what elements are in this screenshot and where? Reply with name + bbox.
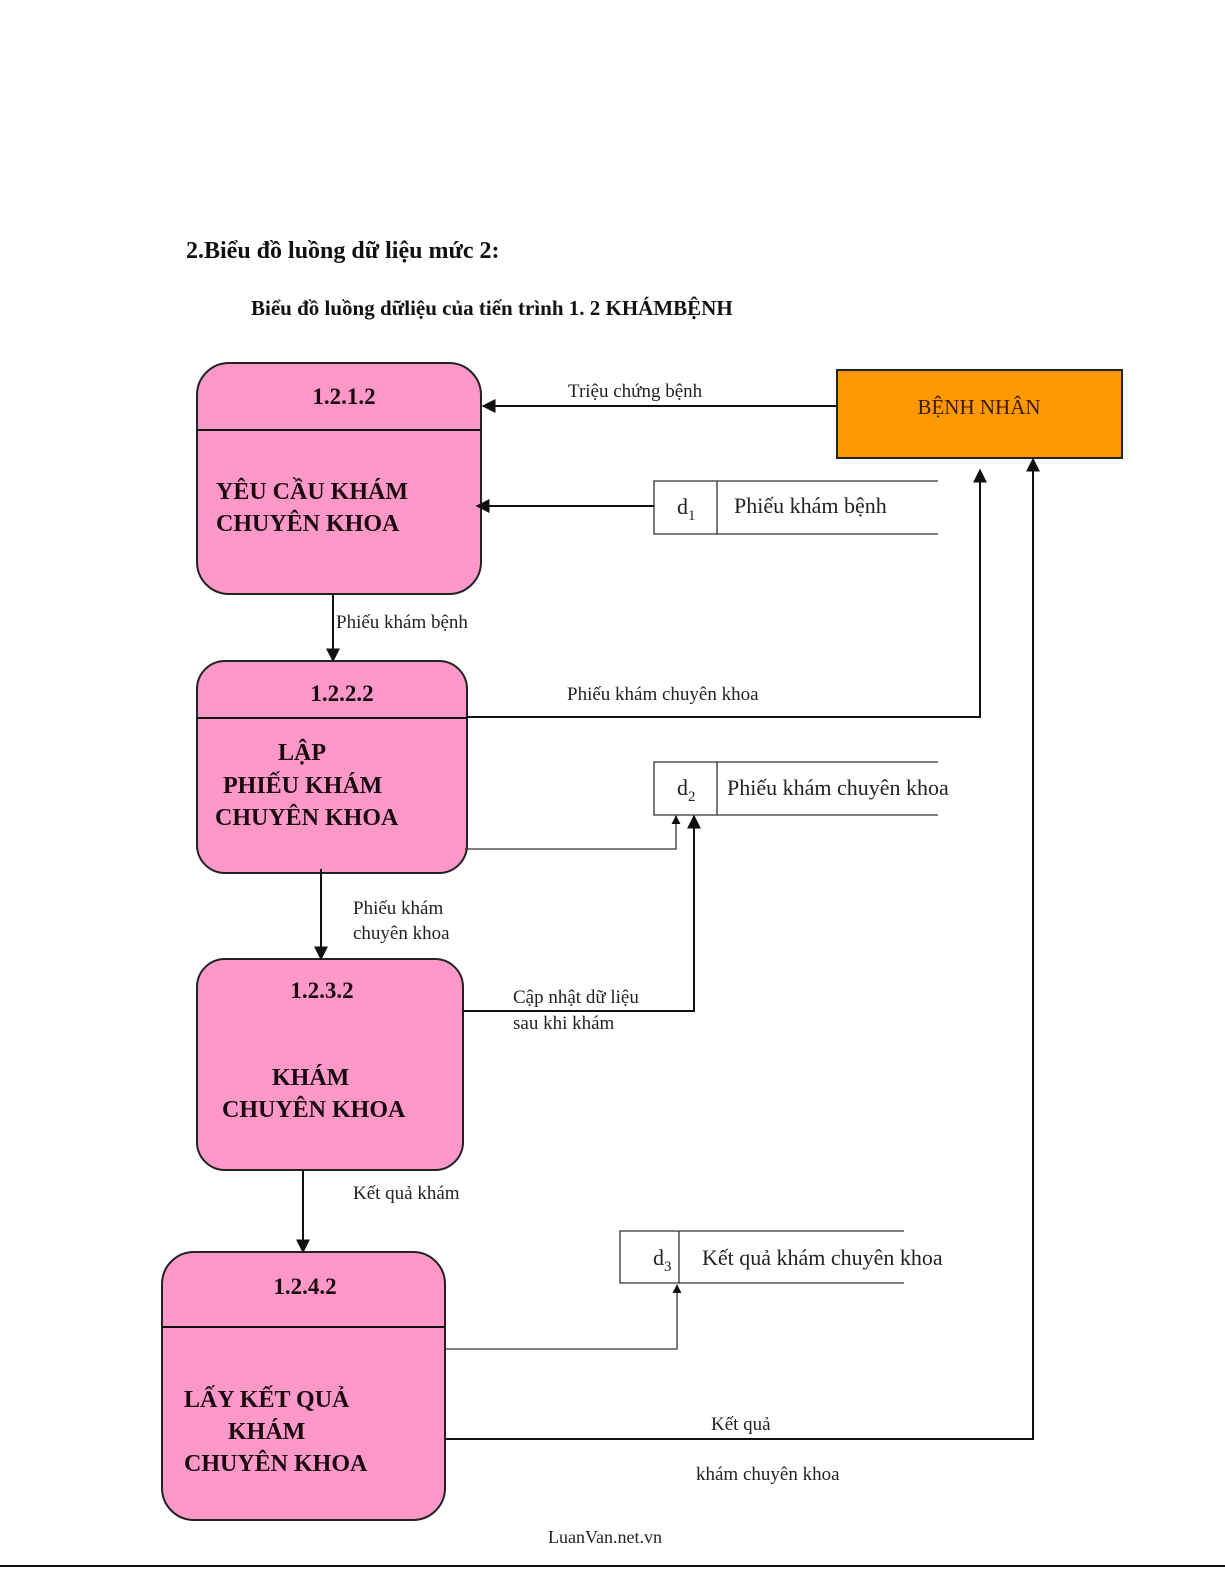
flow-p3-to-p4[interactable]: Kết quả khám [296, 1170, 460, 1254]
flow-label: Phiếu khám bệnh [336, 612, 468, 633]
store-code: d1 [677, 494, 696, 524]
process-label-line: LẤY KẾT QUẢ [184, 1386, 350, 1413]
flow-arrow [463, 814, 701, 1012]
process-label-line: KHÁM [228, 1419, 305, 1445]
flow-label: khám chuyên khoa [696, 1464, 840, 1485]
process-label-line: LẬP [278, 740, 326, 766]
flow-p3-to-d2[interactable]: Cập nhật dữ liệu sau khi khám [463, 814, 701, 1034]
process-label-line: KHÁM [272, 1065, 349, 1091]
data-store-d3[interactable]: d3 Kết quả khám chuyên khoa [619, 1230, 943, 1284]
flow-label: Phiếu khám [353, 898, 443, 919]
flow-label: chuyên khoa [353, 923, 450, 944]
section-title: 2.Biểu đồ luồng dữ liệu mức 2: [186, 238, 500, 264]
flow-arrow [445, 1284, 682, 1350]
entity-box [836, 369, 1123, 459]
flow-label: Triệu chứng bệnh [568, 381, 703, 402]
flow-arrow [445, 457, 1040, 1440]
store-outline [653, 480, 938, 535]
flow-symptoms[interactable]: Triệu chứng bệnh [481, 381, 837, 413]
process-id: 1.2.1.2 [312, 384, 375, 409]
flow-p2-to-d2[interactable] [465, 815, 681, 850]
process-id: 1.2.3.2 [290, 978, 353, 1003]
process-1-2-1-2[interactable]: 1.2.1.2 YÊU CẦU KHÁM CHUYÊN KHOA [196, 362, 482, 595]
data-store-d1[interactable]: d1 Phiếu khám bệnh [653, 480, 938, 535]
process-box [196, 362, 482, 595]
process-1-2-2-2[interactable]: 1.2.2.2 LẬP PHIẾU KHÁM CHUYÊN KHOA [196, 660, 468, 874]
flow-arrow [467, 468, 987, 718]
process-label-line: CHUYÊN KHOA [184, 1450, 368, 1477]
store-outline [653, 761, 938, 816]
flow-arrow [465, 815, 681, 850]
store-code: d2 [677, 775, 696, 805]
footer-watermark: LuanVan.net.vn [548, 1527, 662, 1547]
process-label-line: CHUYÊN KHOA [216, 510, 400, 537]
store-label: Phiếu khám bệnh [734, 493, 887, 518]
flow-label: Phiếu khám chuyên khoa [567, 684, 759, 705]
flow-label: Cập nhật dữ liệu [513, 987, 639, 1008]
process-label-line: YÊU CẦU KHÁM [216, 478, 408, 505]
process-label-line: CHUYÊN KHOA [215, 804, 399, 831]
flow-label: Kết quả [711, 1414, 771, 1435]
flow-p2-to-p3[interactable]: Phiếu khám chuyên khoa [314, 869, 450, 961]
process-label-line: CHUYÊN KHOA [222, 1096, 406, 1123]
entity-label: BỆNH NHÂN [917, 395, 1040, 419]
flow-p4-to-d3[interactable] [445, 1284, 682, 1350]
process-1-2-3-2[interactable]: 1.2.3.2 KHÁM CHUYÊN KHOA [196, 958, 464, 1171]
process-id: 1.2.2.2 [310, 681, 373, 706]
store-label: Phiếu khám chuyên khoa [727, 775, 949, 800]
data-store-d2[interactable]: d2 Phiếu khám chuyên khoa [653, 761, 949, 816]
store-outline [619, 1230, 904, 1284]
entity-benh-nhan[interactable]: BỆNH NHÂN [836, 369, 1123, 459]
process-box [196, 958, 464, 1171]
flow-p4-to-entity[interactable]: Kết quả khám chuyên khoa [445, 457, 1040, 1485]
process-1-2-4-2[interactable]: 1.2.4.2 LẤY KẾT QUẢ KHÁM CHUYÊN KHOA [161, 1251, 446, 1521]
store-code: d3 [653, 1245, 672, 1275]
diagram-title: Biểu đồ luồng dữliệu của tiến trình 1. 2… [251, 296, 733, 320]
flow-label: sau khi khám [513, 1013, 615, 1034]
process-label-line: PHIẾU KHÁM [223, 772, 382, 799]
store-label: Kết quả khám chuyên khoa [702, 1245, 943, 1270]
process-id: 1.2.4.2 [273, 1274, 336, 1299]
flow-p2-to-entity[interactable]: Phiếu khám chuyên khoa [467, 468, 987, 718]
flow-label: Kết quả khám [353, 1183, 460, 1204]
flow-p1-to-p2[interactable]: Phiếu khám bệnh [326, 594, 468, 663]
